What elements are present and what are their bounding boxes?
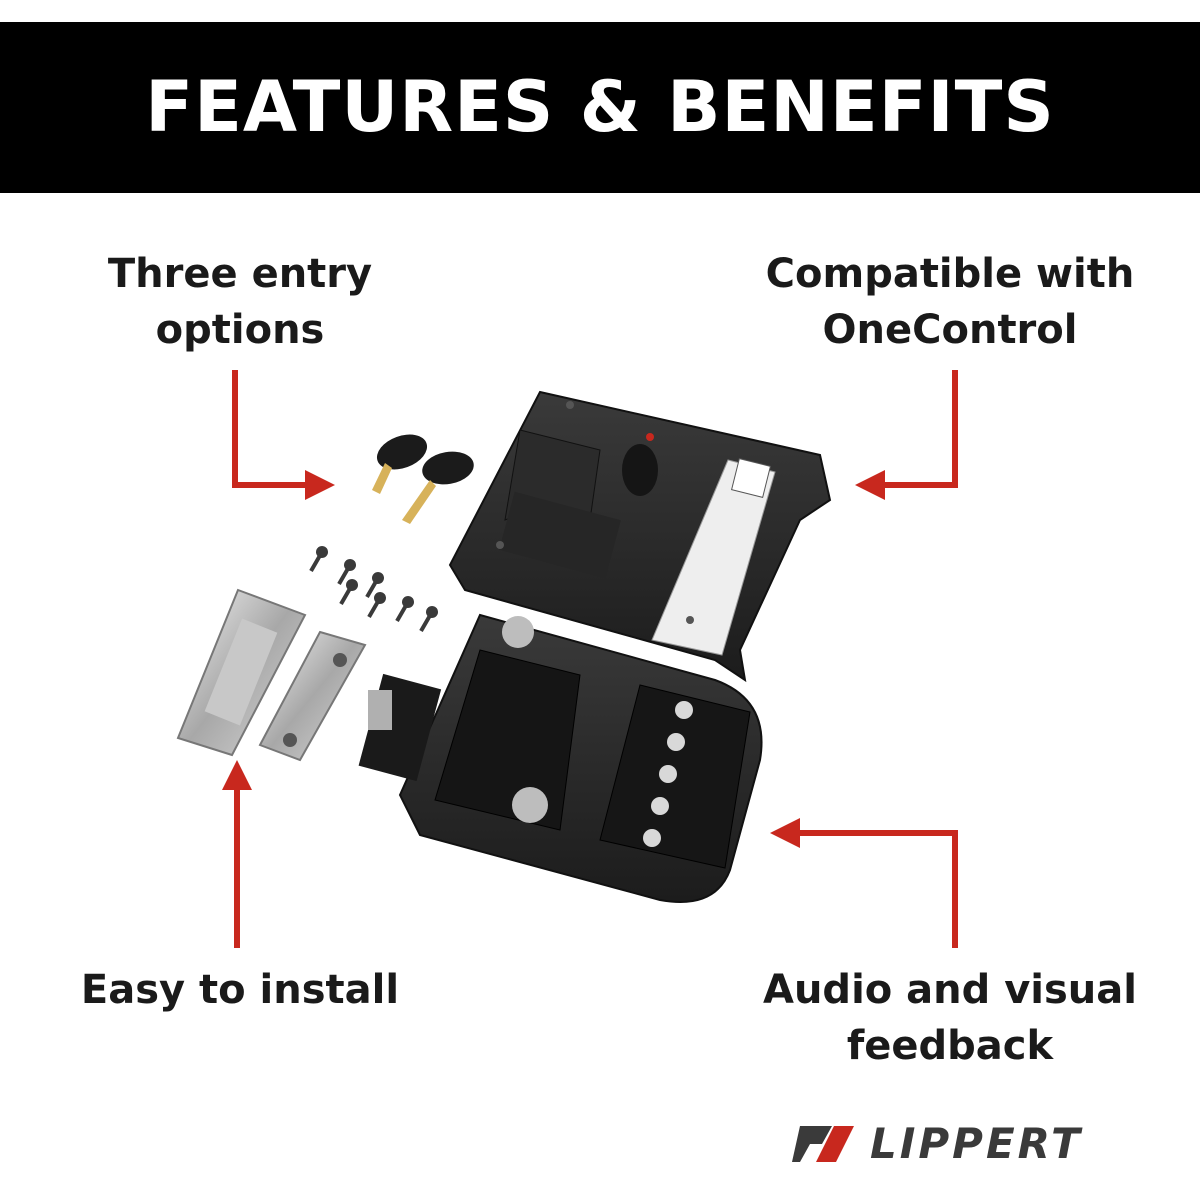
header-banner: FEATURES & BENEFITS bbox=[0, 22, 1200, 193]
callout-three-entry-options: Three entry options bbox=[90, 246, 390, 358]
callout-line: options bbox=[155, 307, 325, 353]
callout-line: feedback bbox=[846, 1023, 1054, 1069]
page-title: FEATURES & BENEFITS bbox=[145, 66, 1055, 148]
keys-icon bbox=[372, 434, 474, 524]
callout-compatible-onecontrol: Compatible with OneControl bbox=[730, 246, 1170, 358]
lippert-logo: LIPPERT bbox=[790, 1114, 1150, 1174]
arrow-top-right bbox=[855, 370, 958, 500]
callout-audio-visual-feedback: Audio and visual feedback bbox=[730, 962, 1170, 1074]
arrow-bottom-left bbox=[222, 760, 252, 948]
strike-plate-icon bbox=[176, 588, 367, 762]
front-latch-keypad-icon bbox=[358, 613, 763, 903]
callout-line: Audio and visual bbox=[763, 967, 1137, 1013]
callout-line: Three entry bbox=[107, 251, 373, 297]
arrow-top-left bbox=[232, 370, 335, 500]
arrow-bottom-right bbox=[770, 818, 958, 948]
callout-line: Compatible with bbox=[765, 251, 1135, 297]
callout-line: Easy to install bbox=[80, 967, 400, 1013]
screws-icon bbox=[309, 546, 438, 633]
keypad-buttons-icon bbox=[643, 701, 693, 847]
callout-line: OneControl bbox=[822, 307, 1078, 353]
rear-mounting-plate-icon bbox=[448, 390, 832, 683]
lippert-logo-mark-icon bbox=[792, 1126, 854, 1162]
callout-easy-install: Easy to install bbox=[40, 962, 440, 1018]
brand-name: LIPPERT bbox=[870, 1119, 1083, 1168]
